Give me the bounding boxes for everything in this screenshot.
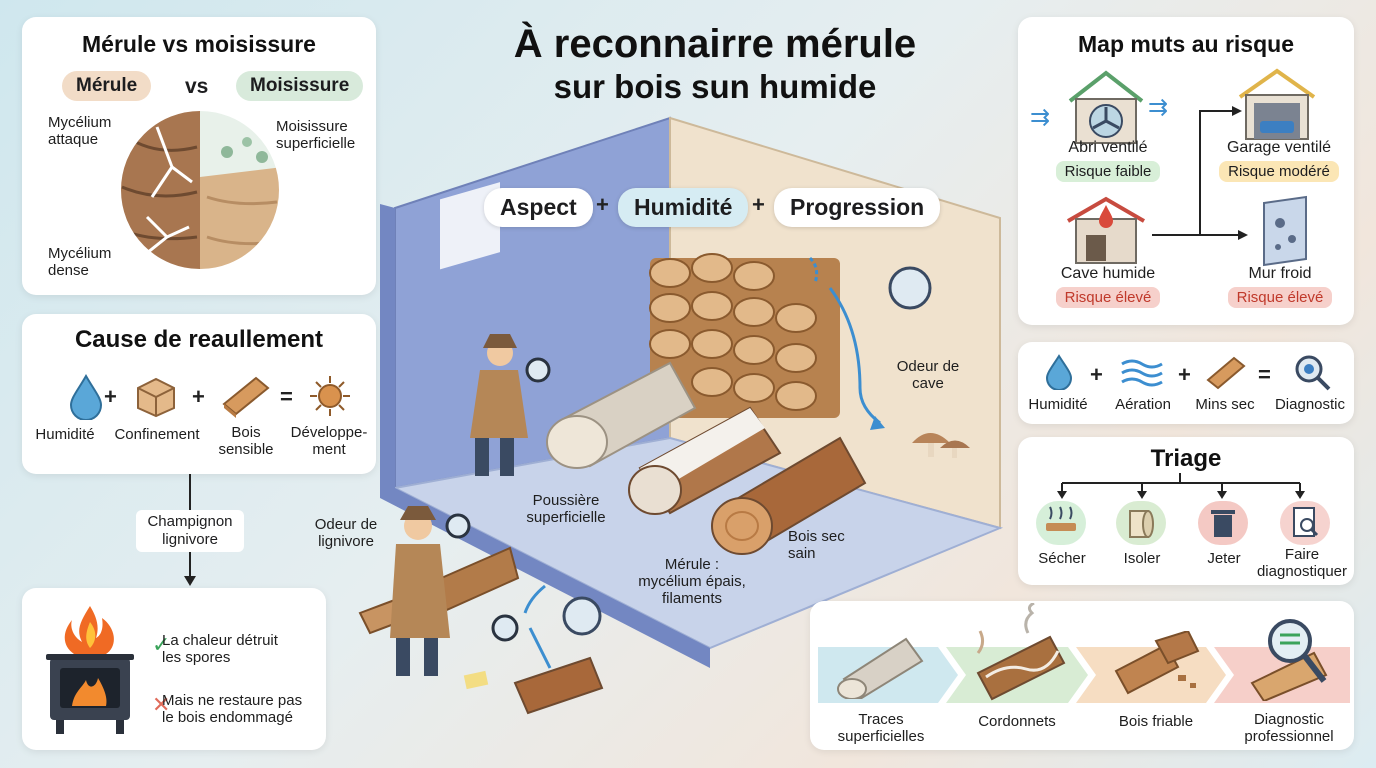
triage-branch-lines (1057, 473, 1305, 499)
airflow-in-icon: ⇉ (1030, 104, 1051, 131)
cause-card: Cause de reaullement + + = Humidité Conf… (22, 314, 376, 474)
risk-map-title: Map muts au risque (1078, 31, 1294, 57)
formula-item-label: Aération (1115, 396, 1171, 413)
label-merule: Mérule : mycélium épais, filaments (638, 556, 746, 607)
airflow-out-icon: ⇉ (1148, 94, 1169, 121)
surface-traces-log-icon (837, 637, 924, 699)
page-subtitle: sur bois sun humide (553, 68, 877, 105)
merule-pill: Mérule (62, 71, 152, 101)
drying-icon (1036, 501, 1086, 545)
stove-fire-icon (46, 606, 134, 734)
cause-item-label: Bois sensible (218, 424, 274, 458)
ventilated-shed-icon (1068, 70, 1144, 144)
risk-badge: Risque élevé (1055, 287, 1161, 308)
label-bois-sec: Bois sec sain (788, 528, 845, 562)
progression-step-label: Bois friable (1118, 713, 1194, 730)
equals-operator: = (1258, 362, 1271, 387)
cold-wall-icon (1263, 195, 1307, 267)
triage-item-label: Sécher (1038, 550, 1086, 567)
equals-operator: = (280, 384, 293, 409)
plus-operator: + (104, 384, 117, 409)
chip-progression: Progression (774, 188, 941, 227)
box-icon (137, 377, 175, 418)
trash-icon (1198, 501, 1248, 545)
label-mycelium-attack: Mycélium attaque (48, 114, 112, 148)
risk-flow-arrows (1152, 106, 1248, 240)
plus-operator: + (1090, 362, 1103, 387)
progression-card: Traces superficielles Cordonnets Bois fr… (810, 601, 1354, 750)
place-name: Abri ventilé (1068, 139, 1148, 156)
triage-item-label: Jeter (1207, 550, 1241, 567)
dry-wood-icon (1206, 356, 1246, 390)
water-drop-icon (1045, 354, 1073, 390)
plus-operator: + (192, 384, 205, 409)
place-name: Mur froid (1248, 265, 1312, 282)
label-odeur-lignivore: Odeur de lignivore (314, 516, 378, 550)
triage-title: Triage (1150, 445, 1222, 472)
wrap-roll-icon (1116, 501, 1166, 545)
crumbly-wood-icon (1114, 631, 1200, 695)
label-mycelium-dense: Mycélium dense (48, 245, 112, 279)
risk-badge: Risque élevé (1227, 287, 1333, 308)
wood-plank-icon (222, 376, 270, 418)
cause-item-label: Humidité (35, 426, 95, 443)
place-name: Cave humide (1060, 265, 1156, 282)
plus-operator: + (596, 192, 609, 217)
plus-operator: + (752, 192, 765, 217)
triage-card: Triage Sécher Isoler Jeter Faire diagnos… (1018, 437, 1354, 585)
comparison-title: Mérule vs moisissure (82, 31, 316, 57)
chip-aspect: Aspect (484, 188, 593, 227)
risk-badge: Risque modéré (1219, 161, 1339, 182)
cause-item-label: Confinement (114, 426, 200, 443)
report-search-icon (1280, 501, 1330, 545)
fungus-spore-icon (310, 376, 350, 416)
connector-label: Champignon lignivore (136, 510, 244, 552)
moisissure-pill: Moisissure (236, 71, 364, 101)
humid-cellar-icon (1066, 196, 1146, 264)
progression-step-label: Cordonnets (978, 713, 1056, 730)
cross-icon: ✕ (152, 692, 171, 717)
formula-card: + + = Humidité Aération Mins sec Diagnos… (1018, 342, 1354, 424)
triage-item-label: Isoler (1123, 550, 1161, 567)
heat-ok-text: La chaleur détruit les spores (162, 632, 278, 666)
label-poussiere: Poussière superficielle (526, 492, 606, 526)
magnifier-gear-icon (1295, 355, 1331, 391)
progression-step-label: Diagnostic professionnel (1244, 711, 1334, 745)
label-odeur-cave: Odeur de cave (896, 358, 960, 392)
cause-title: Cause de reaullement (74, 326, 324, 353)
cause-item-label: Développe- ment (290, 424, 368, 458)
cords-log-icon (976, 603, 1066, 701)
heat-ko-text: Mais ne restaure pas le bois endommagé (162, 692, 303, 726)
progression-step-label: Traces superficielles (837, 711, 925, 745)
chip-humidite: Humidité (618, 188, 749, 227)
place-name: Garage ventilé (1226, 139, 1332, 156)
garage-icon (1238, 68, 1316, 140)
wood-comparison-icon (119, 109, 281, 271)
label-moisissure-surface: Moisissure superficielle (276, 118, 356, 152)
plus-operator: + (1178, 362, 1191, 387)
formula-item-label: Humidité (1028, 396, 1088, 413)
check-icon: ✓ (152, 632, 171, 657)
page-title: À reconnairre mérule (513, 22, 917, 66)
risk-map-card: Map muts au risque ⇉ ⇉ Abri ventilé Risq… (1018, 17, 1354, 325)
risk-badge: Risque faible (1055, 161, 1161, 182)
formula-item-label: Mins sec (1195, 396, 1255, 413)
heat-card: ✓ La chaleur détruit les spores ✕ Mais n… (22, 588, 326, 750)
vs-label: vs (185, 75, 209, 98)
water-drop-icon (69, 374, 103, 420)
airflow-icon (1121, 359, 1163, 387)
comparison-card: Mérule vs moisissure Mérule vs Moisissur… (22, 17, 376, 295)
formula-item-label: Diagnostic (1274, 396, 1346, 413)
professional-diagnostic-icon (1250, 619, 1328, 701)
triage-item-label: Faire diagnostiquer (1256, 546, 1348, 580)
